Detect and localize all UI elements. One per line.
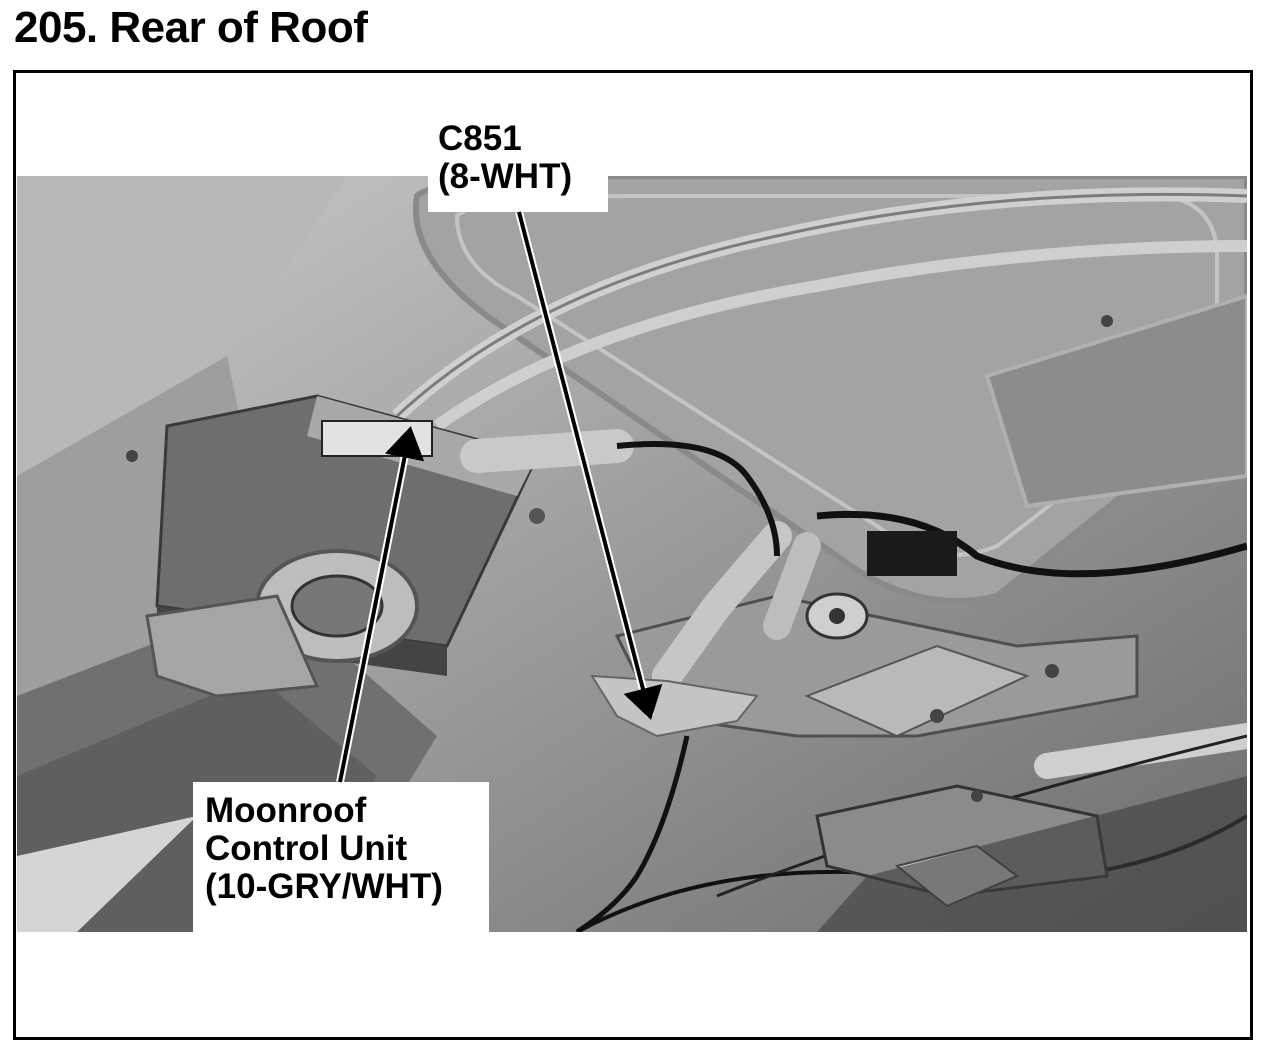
c851-connector-spec: (8-WHT)	[438, 157, 573, 196]
c851-callout-label: C851 (8-WHT)	[428, 120, 608, 212]
moonroof-control-unit-line2: Control Unit	[205, 829, 408, 868]
page-title: 205. Rear of Roof	[14, 3, 368, 52]
moonroof-control-unit-line1: Moonroof	[205, 791, 367, 830]
c851-connector-id: C851	[438, 119, 522, 158]
moonroof-control-unit-callout-label: Moonroof Control Unit (10-GRY/WHT)	[193, 782, 489, 932]
moonroof-control-unit-spec: (10-GRY/WHT)	[205, 867, 443, 906]
